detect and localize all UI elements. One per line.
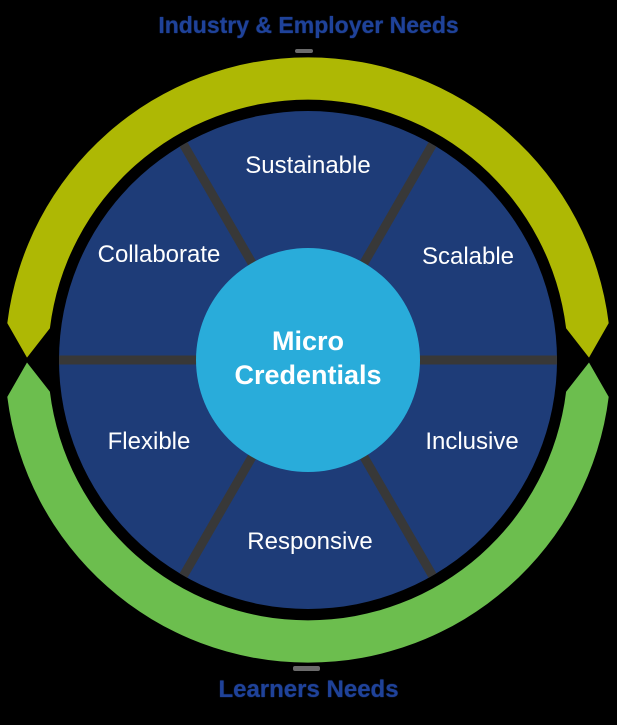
segment-label-scalable: Scalable — [421, 243, 515, 270]
industry-employer-needs-title: Industry & Employer Needs — [158, 12, 459, 38]
learners-arc-band — [7, 362, 609, 663]
segment-label-collaborate: Collaborate — [97, 241, 221, 268]
center-hub-label-line2: Credentials — [234, 360, 382, 390]
gray-smudge-top — [295, 49, 313, 53]
center-hub-label: Micro Credentials — [234, 324, 381, 392]
segment-label-responsive: Responsive — [247, 528, 373, 555]
learners-needs-title: Learners Needs — [218, 676, 399, 703]
segment-label-inclusive: Inclusive — [425, 428, 519, 455]
center-hub-label-line1: Micro — [271, 326, 344, 356]
segment-label-flexible: Flexible — [107, 428, 191, 455]
center-hub-circle — [196, 248, 420, 472]
segment-label-sustainable: Sustainable — [245, 152, 371, 179]
gray-smudge-bottom — [293, 666, 320, 671]
industry-arc-band — [7, 57, 609, 358]
